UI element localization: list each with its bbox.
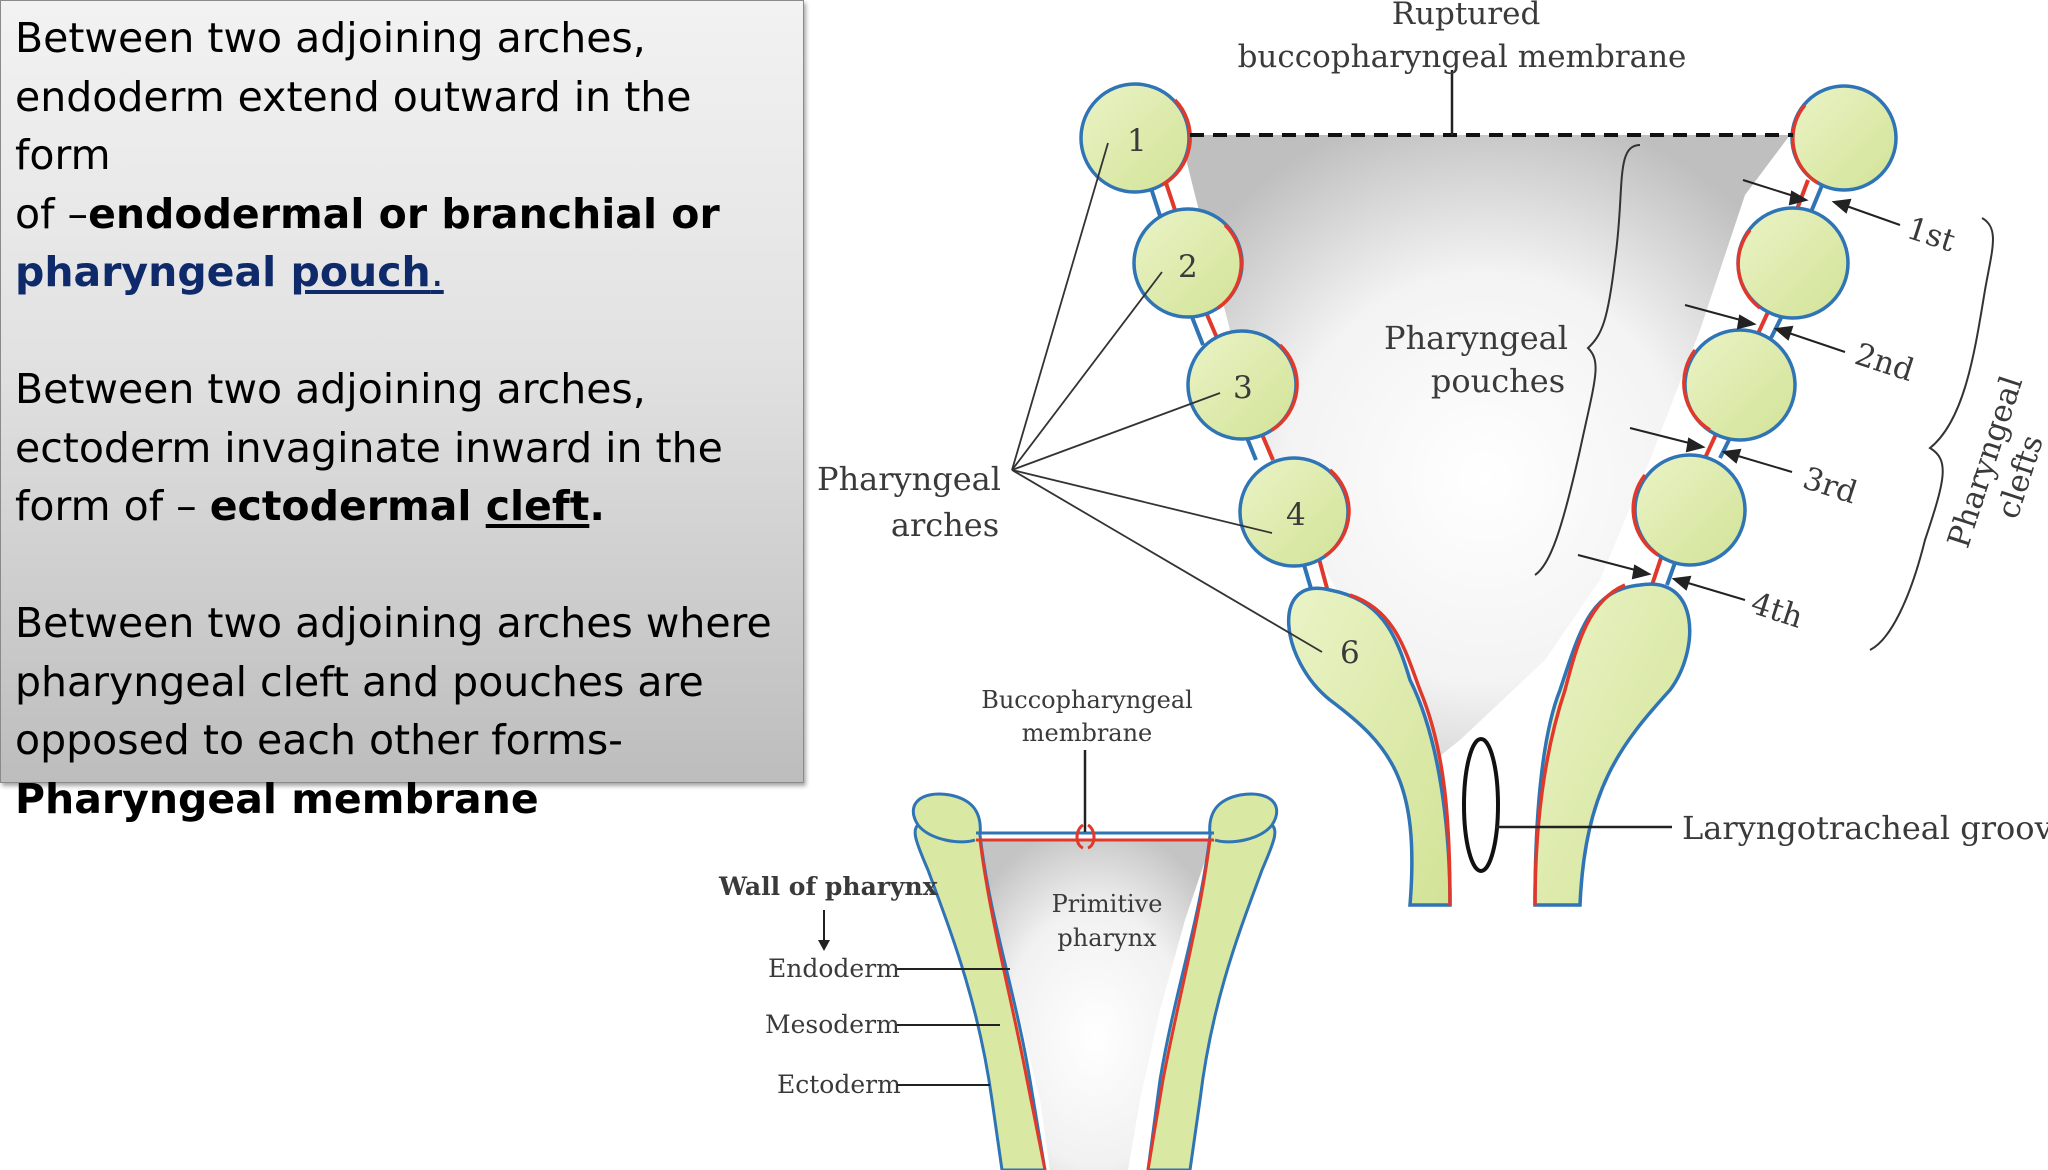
arch-number-6: 6 <box>1340 635 1360 671</box>
arch-number-3: 3 <box>1233 370 1253 406</box>
pouch-term-underlined: pouch <box>290 248 431 296</box>
pouch-term-pharyngeal: pharyngeal <box>15 248 291 296</box>
wall-of-pharynx-label: Wall of pharynx <box>718 872 939 901</box>
cleft-label-1st: 1st <box>1903 210 1960 259</box>
right-arch-4 <box>1633 453 1747 567</box>
bucco-label-line2: membrane <box>1022 719 1153 747</box>
arches-pointer-lines <box>1011 142 1323 653</box>
pouch-arrows <box>1577 179 1809 580</box>
mesoderm-label: Mesoderm <box>765 1010 900 1039</box>
cleft-line1: Between two adjoining arches, <box>15 365 646 413</box>
pouches-label-line1: Pharyngeal <box>1384 319 1568 357</box>
arches-label-line1: Pharyngeal <box>817 460 1001 498</box>
cleft-period: . <box>589 482 605 530</box>
cleft-arrows <box>1671 198 1901 601</box>
primitive-label-line2: pharynx <box>1057 924 1157 952</box>
arch-number-4: 4 <box>1286 497 1306 533</box>
right-arches <box>1533 84 1898 907</box>
clefts-brace <box>1869 217 1994 651</box>
arches-label-line2: arches <box>891 506 999 544</box>
laryngotracheal-label: Laryngotracheal groove <box>1682 809 2048 847</box>
membrane-term-bold: Pharyngeal membrane <box>15 774 539 823</box>
left-arches <box>1079 82 1452 907</box>
primitive-pharynx-cavity <box>978 840 1212 1170</box>
cleft-term-underlined: cleft <box>485 482 590 530</box>
endoderm-label: Endoderm <box>768 954 900 983</box>
upper-diagram: 1 2 3 4 6 Ruptured buccopharyngeal membr… <box>817 0 2048 907</box>
ruptured-label-line2: buccopharyngeal membrane <box>1238 39 1687 75</box>
pouch-paragraph: Between two adjoining arches, endoderm e… <box>15 9 789 302</box>
membrane-paragraph: Between two adjoining arches where phary… <box>15 594 789 828</box>
left-pharynx-wall <box>911 792 1047 1170</box>
paragraph-gap <box>15 302 789 361</box>
explanation-text-box: Between two adjoining arches, endoderm e… <box>0 0 804 823</box>
pouches-label-line2: pouches <box>1431 362 1565 400</box>
membrane-line2: pharyngeal cleft and pouches are <box>15 657 704 706</box>
arch-numbers: 1 2 3 4 6 <box>1127 123 1360 671</box>
arch-number-2: 2 <box>1178 249 1198 285</box>
membrane-line3: opposed to each other forms- <box>15 716 623 764</box>
cleft-term-bold: ectodermal <box>209 482 486 530</box>
pouch-term-bold: endodermal or branchial or <box>88 189 720 238</box>
laryngotracheal-groove-ring <box>1462 737 1500 873</box>
arch-6 <box>1286 586 1452 907</box>
lower-diagram: Buccopharyngeal membrane Primitive phary… <box>718 686 1279 1170</box>
pouch-line3-lead: of – <box>15 189 89 238</box>
pouch-period: . <box>430 248 444 296</box>
primitive-label-line1: Primitive <box>1052 890 1163 918</box>
paragraph-gap <box>15 536 789 595</box>
cleft-label-4th: 4th <box>1747 585 1808 635</box>
membrane-line1: Between two adjoining arches where <box>15 599 772 647</box>
right-pharynx-wall <box>1146 792 1279 1170</box>
cleft-label-2nd: 2nd <box>1851 336 1919 389</box>
pouches-brace <box>1534 144 1641 576</box>
bucco-label-line1: Buccopharyngeal <box>981 686 1193 714</box>
pouch-line2: endoderm extend outward in the form <box>15 72 692 180</box>
cleft-label-3rd: 3rd <box>1799 460 1862 511</box>
cleft-paragraph: Between two adjoining arches, ectoderm i… <box>15 360 789 536</box>
pouch-line1: Between two adjoining arches, <box>15 14 646 62</box>
ectoderm-label: Ectoderm <box>777 1070 901 1099</box>
arch-number-1: 1 <box>1127 123 1147 159</box>
pharyngeal-cavity <box>1180 135 1790 760</box>
cleft-line3-lead: form of – <box>15 482 210 530</box>
cleft-line2: ectoderm invaginate inward in the <box>15 423 723 472</box>
ruptured-label-line1: Ruptured <box>1392 0 1541 32</box>
